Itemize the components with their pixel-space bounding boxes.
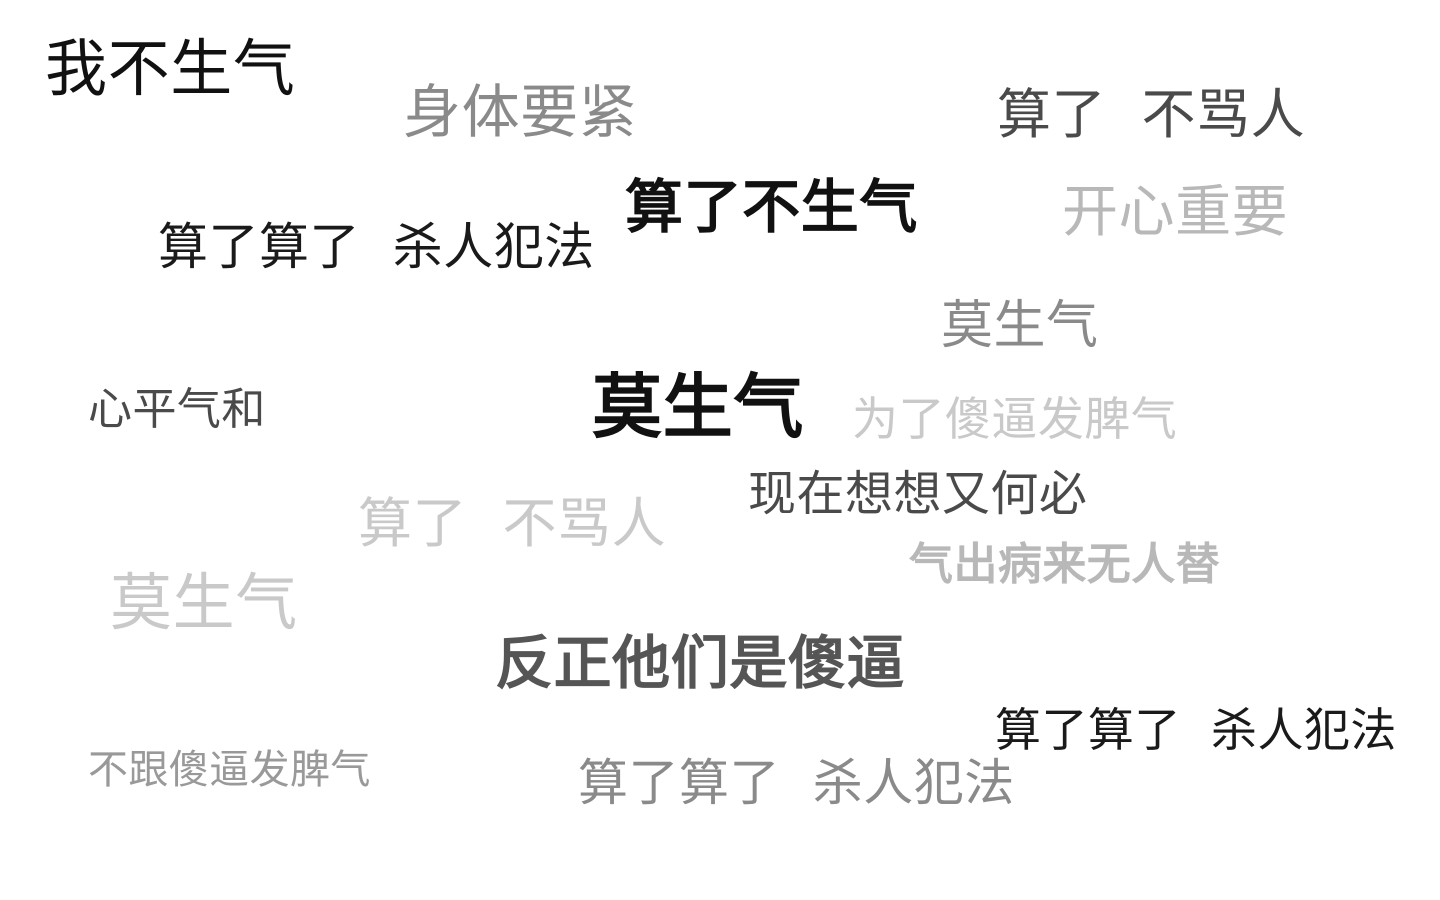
word-suan-le-bu-ma-ren-top: 算了 不骂人	[997, 83, 1306, 146]
word-xin-ping-qi-he: 心平气和	[88, 384, 266, 435]
word-suan-le-sha-ren-fan-fa-right: 算了算了 杀人犯法	[995, 703, 1397, 757]
word-mo-sheng-qi-bottom-left: 莫生气	[110, 566, 298, 639]
word-shen-ti-yao-jin: 身体要紧	[403, 78, 638, 146]
word-suan-le-bu-sheng-qi: 算了不生气	[625, 173, 918, 241]
word-xian-zai-xiang-xiang-you-he-bi: 现在想想又何必	[748, 466, 1088, 522]
word-kai-xin-zhong-yao: 开心重要	[1062, 180, 1289, 245]
word-wo-bu-sheng-qi: 我不生气	[45, 32, 296, 105]
word-suan-le-bu-ma-ren-mid: 算了 不骂人	[358, 492, 667, 555]
word-bu-gen-sha-bi-fa-pi-qi: 不跟傻逼发脾气	[88, 747, 371, 793]
word-qi-chu-bing-lai-wu-ren-ti: 气出病来无人替	[909, 539, 1221, 590]
word-suan-le-sha-ren-fan-fa-top: 算了算了 杀人犯法	[158, 218, 595, 276]
word-mo-sheng-qi-big: 莫生气	[592, 366, 805, 448]
word-suan-le-sha-ren-fan-fa-bottom: 算了算了 杀人犯法	[578, 754, 1015, 812]
word-wei-le-sha-bi-fa-pi-qi: 为了傻逼发脾气	[852, 392, 1178, 446]
word-mo-sheng-qi-right: 莫生气	[941, 296, 1099, 356]
word-fan-zheng-ta-men-shi-sha-bi: 反正他们是傻逼	[495, 629, 906, 697]
